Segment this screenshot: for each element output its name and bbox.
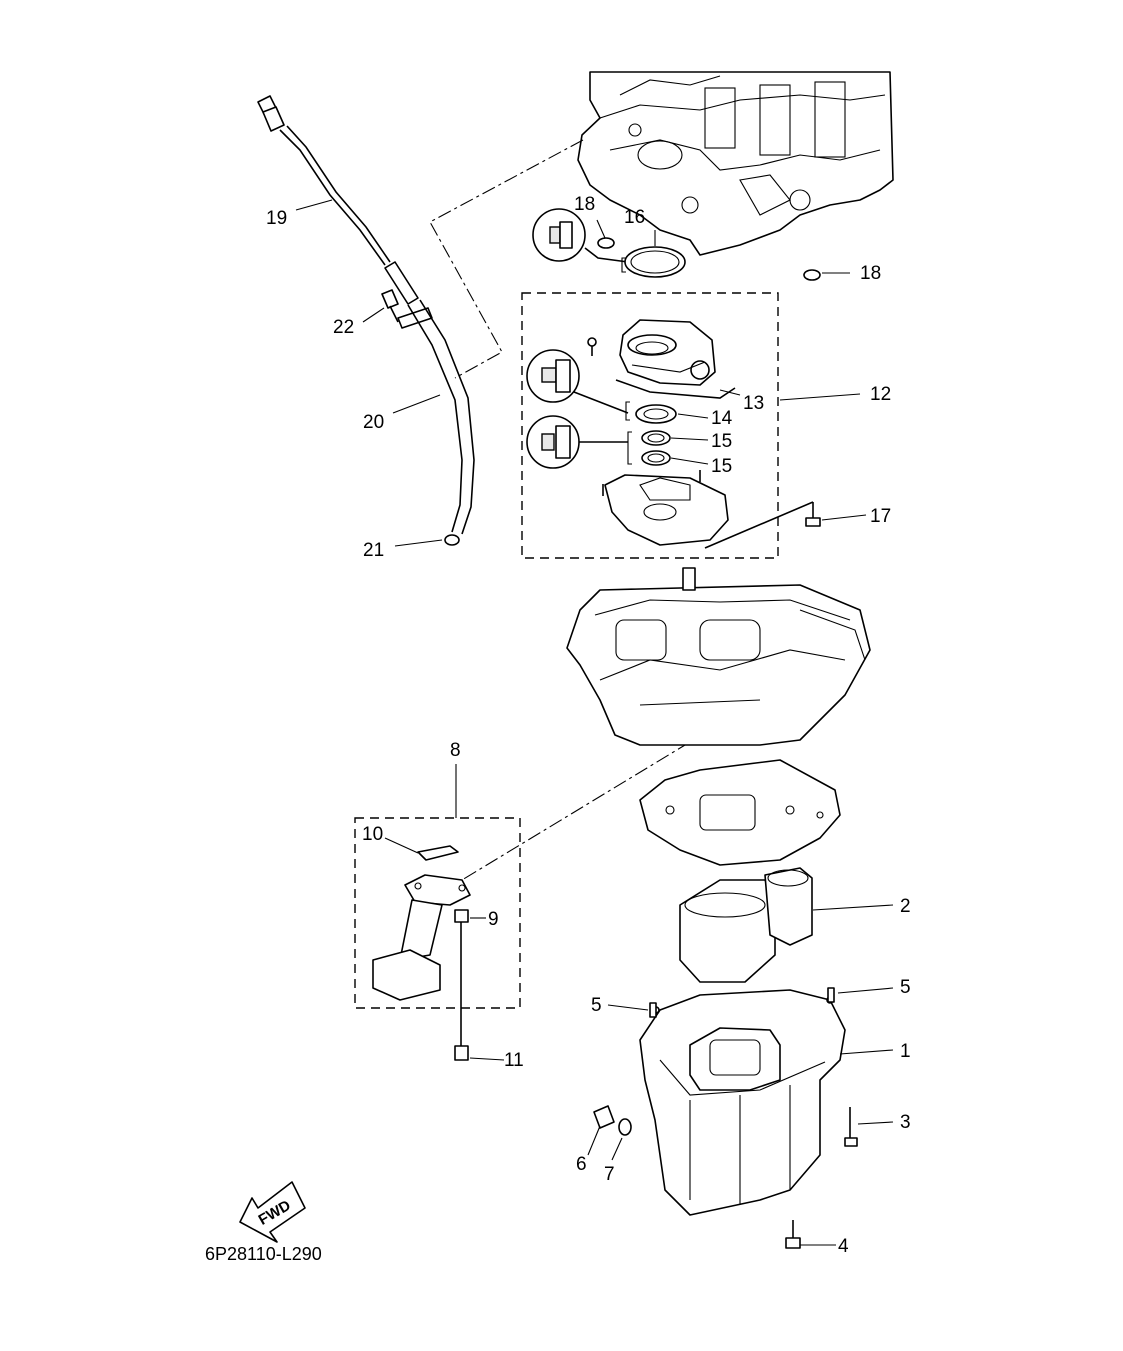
callout-21: 21	[363, 540, 384, 561]
strainer-gasket	[417, 845, 459, 861]
callout-16: 16	[624, 207, 645, 228]
callout-labels: 1 2 3 4 5 5 6 7 8 9 10 11 12 13 14 15 15…	[266, 194, 911, 1257]
callout-8: 8	[450, 740, 461, 761]
bearing-upper	[641, 430, 671, 446]
o-ring-right	[803, 269, 821, 281]
callout-3: 3	[900, 1112, 911, 1133]
callout-15-upper: 15	[711, 431, 732, 452]
detail-bubble-18-oring	[532, 208, 629, 273]
guide-bolt	[381, 289, 399, 323]
drain-plug	[593, 1105, 615, 1129]
callout-11: 11	[504, 1050, 524, 1071]
oil-pan-bolt-bottom	[785, 1220, 801, 1249]
callout-5-left: 5	[591, 995, 602, 1016]
exhaust-guide	[566, 567, 871, 746]
strainer-bolt-washer	[454, 909, 469, 923]
oil-pan-bolt-side	[844, 1107, 858, 1147]
callout-17: 17	[870, 506, 891, 527]
callout-22: 22	[333, 317, 354, 338]
callout-2: 2	[900, 896, 911, 917]
callout-15-lower: 15	[711, 456, 732, 477]
callout-4: 4	[838, 1236, 849, 1257]
callout-19: 19	[266, 208, 287, 229]
callout-18-left: 18	[574, 194, 595, 215]
housing-screw	[587, 337, 597, 356]
oil-strainer-assembly-box	[354, 817, 521, 1009]
leader-lines	[295, 199, 894, 1246]
engine-block-outline	[577, 71, 894, 256]
oil-pump-lower-housing	[602, 470, 729, 546]
callout-5-right: 5	[900, 977, 911, 998]
housing-gasket	[615, 379, 736, 399]
bearing-lower	[641, 450, 671, 466]
pump-bolt	[704, 501, 821, 549]
callout-14: 14	[711, 408, 733, 429]
drain-gasket	[618, 1118, 632, 1136]
forward-direction-arrow: FWD	[239, 1181, 306, 1243]
detail-bubble-15-bearing	[526, 415, 632, 469]
oil-strainer	[372, 874, 471, 1001]
callout-1: 1	[900, 1041, 911, 1062]
callout-9: 9	[488, 909, 499, 930]
exhaust-gasket	[639, 759, 841, 866]
detail-bubble-13-seal	[526, 349, 630, 421]
dowel-pin-left	[649, 1002, 657, 1018]
dipstick-guide	[384, 261, 475, 546]
oil-pan	[639, 989, 846, 1216]
pump-seal-ring	[624, 246, 686, 278]
oil-pump-upper-housing	[619, 319, 716, 386]
callout-18-right: 18	[860, 263, 881, 284]
callout-12: 12	[870, 384, 891, 405]
strainer-bolt	[454, 922, 469, 1061]
callout-20: 20	[363, 412, 384, 433]
callout-13: 13	[743, 393, 764, 414]
oil-dipstick	[257, 95, 391, 266]
callout-10: 10	[362, 824, 383, 845]
exhaust-muffler	[679, 867, 813, 983]
alignment-lines	[429, 139, 691, 881]
callout-7: 7	[604, 1164, 615, 1185]
callout-6: 6	[576, 1154, 587, 1175]
oil-seal	[635, 404, 677, 424]
oil-pump-assembly-box	[521, 292, 779, 559]
dowel-pin-right	[827, 987, 835, 1003]
drawing-code: 6P28110-L290	[205, 1244, 322, 1264]
o-ring-left	[597, 237, 615, 249]
